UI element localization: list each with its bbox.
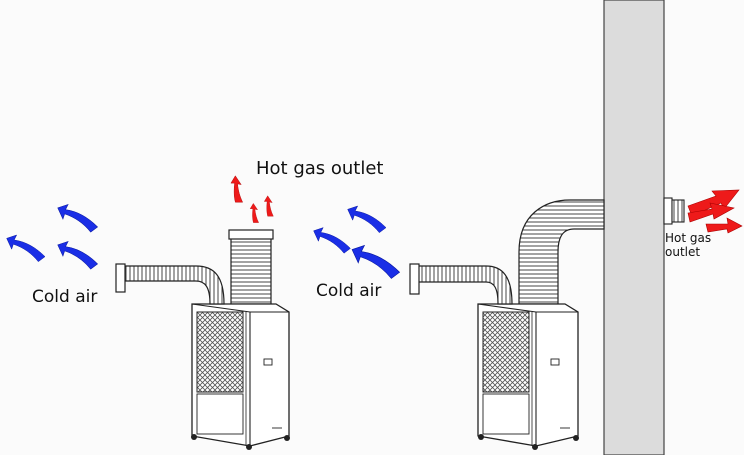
- left-cooling-unit: [115, 229, 290, 450]
- right-hose-nozzle: [409, 263, 420, 295]
- hot-gas-arrow: [230, 175, 243, 203]
- wall: [603, 0, 665, 455]
- wall-hot-gas-arrows: [687, 189, 743, 234]
- hot-gas-arrow: [264, 195, 274, 217]
- wall-hot-gas-outlet-line2: outlet: [665, 245, 701, 259]
- right-cooling-unit: [409, 197, 685, 450]
- hot-gas-arrow: [687, 202, 735, 223]
- cold-air-label: Cold air: [316, 281, 382, 301]
- wall-hot-gas-outlet-line1: Hot gas: [665, 231, 712, 245]
- hot-gas-arrow: [249, 203, 259, 223]
- wall-exhaust-outlet: [671, 199, 685, 223]
- cold-air-arrow: [57, 241, 98, 270]
- cold-air-arrow: [57, 204, 98, 233]
- cold-air-arrow: [351, 245, 400, 279]
- right-exhaust-duct: [518, 199, 605, 305]
- cold-air-label: Cold air: [32, 287, 98, 307]
- left-cold-air-hose: [123, 265, 225, 305]
- hot-gas-outlet-label: Hot gas outlet: [256, 158, 384, 179]
- left-intake-grille: [196, 311, 244, 393]
- left-hose-nozzle: [115, 263, 126, 293]
- cold-air-arrow: [347, 205, 387, 233]
- hot-gas-arrow: [705, 217, 743, 234]
- wall-hot-gas-outlet-label: Hot gas outlet: [665, 231, 711, 259]
- right-cold-air-hose: [417, 265, 513, 305]
- cold-air-arrow: [6, 234, 46, 262]
- left-exhaust-cap: [228, 229, 274, 240]
- cold-air-arrow: [313, 227, 351, 254]
- right-intake-grille: [482, 311, 530, 393]
- left-exhaust-duct: [230, 237, 272, 305]
